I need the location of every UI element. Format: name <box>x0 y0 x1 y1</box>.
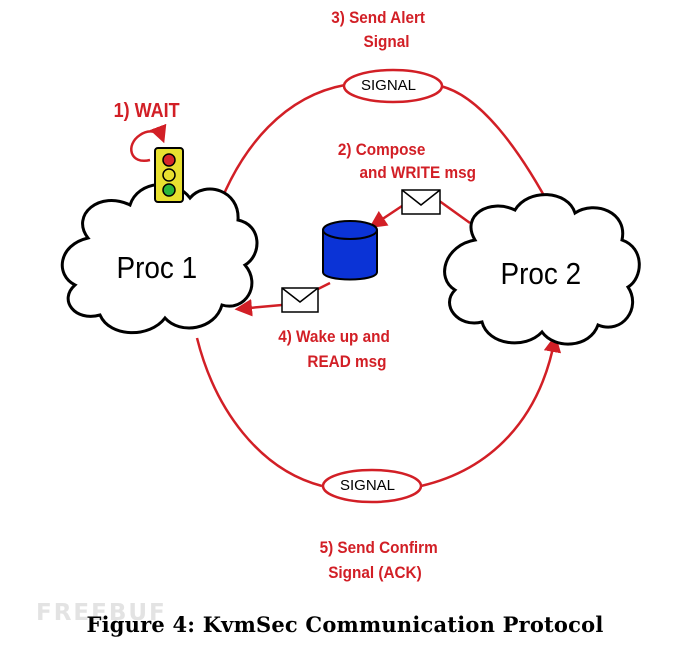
top-signal-label: SIGNAL <box>361 77 417 94</box>
step4-label-line1: 4) Wake up and <box>278 327 390 346</box>
write-arrow <box>369 204 403 228</box>
top-signal-oval <box>342 68 444 104</box>
ack-signal-arc-left <box>195 337 323 488</box>
proc2-cloud <box>443 193 641 346</box>
step4-label-line2: READ msg <box>307 352 387 371</box>
step5-label-line2: Signal (ACK) <box>328 563 422 582</box>
traffic-light-icon <box>154 147 184 203</box>
bottom-signal-label: SIGNAL <box>340 477 396 494</box>
database-icon <box>322 220 378 281</box>
step5-label-line1: 5) Send Confirm <box>319 538 438 557</box>
step3-label-line2: Signal <box>363 32 410 51</box>
figure-caption: Figure 4: KvmSec Communication Protocol <box>86 612 604 637</box>
envelope-write-icon <box>401 189 441 215</box>
proc2-label: Proc 2 <box>500 256 582 291</box>
step3-label-line1: 3) Send Alert <box>331 8 426 27</box>
step2-label-line2: and WRITE msg <box>359 163 476 182</box>
ack-signal-arc-right <box>420 334 562 488</box>
watermark-text: FREEBUF <box>36 600 167 626</box>
envelope-read-icon <box>281 287 319 313</box>
step1-label: 1) WAIT <box>113 100 180 122</box>
step2-label-line1: 2) Compose <box>337 140 426 159</box>
read-arrow <box>234 299 283 317</box>
wait-loop-icon <box>130 123 167 163</box>
write-arrow-tail <box>437 198 471 225</box>
proc1-cloud <box>60 183 259 335</box>
read-arrow-tail <box>317 281 331 291</box>
proc1-label: Proc 1 <box>116 250 198 285</box>
alert-signal-arc <box>439 84 555 213</box>
bottom-signal-oval <box>321 468 423 504</box>
